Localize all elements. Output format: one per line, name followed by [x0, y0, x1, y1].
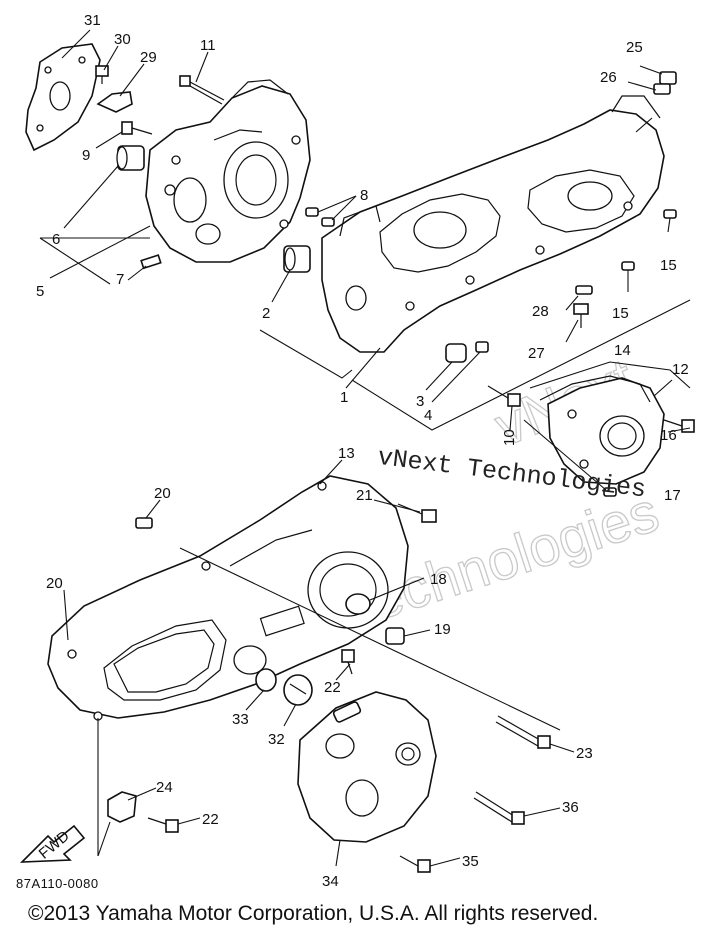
callout-30: 30	[114, 31, 131, 48]
part-33-oring	[255, 668, 277, 692]
callout-27: 27	[528, 345, 545, 362]
callout-15a: 15	[660, 257, 677, 274]
part-21-bolt	[397, 503, 437, 523]
part-6-bushing	[116, 145, 145, 171]
part-17-dowel	[603, 487, 617, 497]
part-8-dowel	[305, 207, 319, 217]
part-5-left-crankcase	[145, 79, 311, 263]
copyright-notice: ©2013 Yamaha Motor Corporation, U.S.A. A…	[28, 902, 599, 925]
part-15-dowel	[663, 209, 677, 219]
callout-13: 13	[338, 445, 355, 462]
part-25-plug	[659, 71, 677, 85]
part-36-bolt	[473, 791, 525, 825]
part-15-dowel	[621, 261, 635, 271]
callout-36: 36	[562, 799, 579, 816]
callout-4: 4	[424, 407, 432, 424]
part-32-cap	[283, 674, 313, 706]
callout-19: 19	[434, 621, 451, 638]
callout-20b: 20	[46, 575, 63, 592]
part-3-bushing	[445, 343, 467, 363]
part-35-bolt	[399, 855, 431, 873]
part-10-bolt	[487, 385, 521, 407]
callout-23: 23	[576, 745, 593, 762]
callout-8: 8	[360, 187, 368, 204]
callout-22a: 22	[324, 679, 341, 696]
part-30-bolt	[95, 65, 109, 84]
part-26-washer	[653, 83, 671, 95]
callout-10: 10	[501, 429, 518, 446]
callout-33: 33	[232, 711, 249, 728]
part-22-bolt	[341, 649, 355, 675]
part-9-bolt	[121, 121, 153, 135]
callout-26: 26	[600, 69, 617, 86]
callout-32: 32	[268, 731, 285, 748]
callout-29: 29	[140, 49, 157, 66]
callout-11: 11	[200, 37, 216, 54]
callout-9: 9	[82, 147, 90, 164]
part-34-cover	[297, 691, 437, 843]
fwd-arrow: FWD	[19, 824, 86, 863]
callout-22b: 22	[202, 811, 219, 828]
part-4-dowel	[475, 341, 489, 353]
callout-31: 31	[84, 12, 101, 29]
callout-5: 5	[36, 283, 44, 300]
callout-7: 7	[116, 271, 124, 288]
part-1-main-crankcase	[321, 95, 665, 353]
callout-28: 28	[532, 303, 549, 320]
callout-18: 18	[430, 571, 447, 588]
callout-3: 3	[416, 393, 424, 410]
callout-35: 35	[462, 853, 479, 870]
callout-6: 6	[52, 231, 60, 248]
callout-21: 21	[356, 487, 373, 504]
part-14-gasket	[539, 375, 651, 403]
part-19-plug	[385, 627, 405, 645]
callout-17: 17	[664, 487, 681, 504]
callout-1: 1	[340, 389, 348, 406]
part-23-bolt	[495, 715, 551, 749]
callout-14: 14	[614, 342, 631, 359]
part-31-hole	[49, 81, 71, 111]
part-2-bushing	[283, 245, 311, 273]
callout-34: 34	[322, 873, 339, 890]
part-12-cover	[547, 377, 665, 485]
part-27-bolt	[573, 303, 589, 328]
callout-15b: 15	[612, 305, 629, 322]
part-28-washer	[575, 285, 593, 295]
callout-25: 25	[626, 39, 643, 56]
part-11-bolt	[179, 75, 225, 105]
part-8-dowel	[321, 217, 335, 227]
part-7-stud	[140, 254, 162, 270]
leader-lines	[39, 29, 691, 867]
callout-12: 12	[672, 361, 689, 378]
diagram-code: 87A110-0080	[16, 876, 99, 891]
callout-16: 16	[660, 427, 677, 444]
part-24-bracket	[107, 791, 137, 823]
part-18-seal	[345, 593, 371, 615]
part-29-clip	[96, 91, 133, 113]
part-22-bolt	[147, 817, 179, 833]
callout-2: 2	[262, 305, 270, 322]
part-20-dowel	[135, 517, 153, 529]
callout-20a: 20	[154, 485, 171, 502]
callouts: 31 30 29 11 9 6 5 7 8 2 1 3 4 25 26 15 1…	[36, 12, 689, 890]
callout-24: 24	[156, 779, 173, 796]
